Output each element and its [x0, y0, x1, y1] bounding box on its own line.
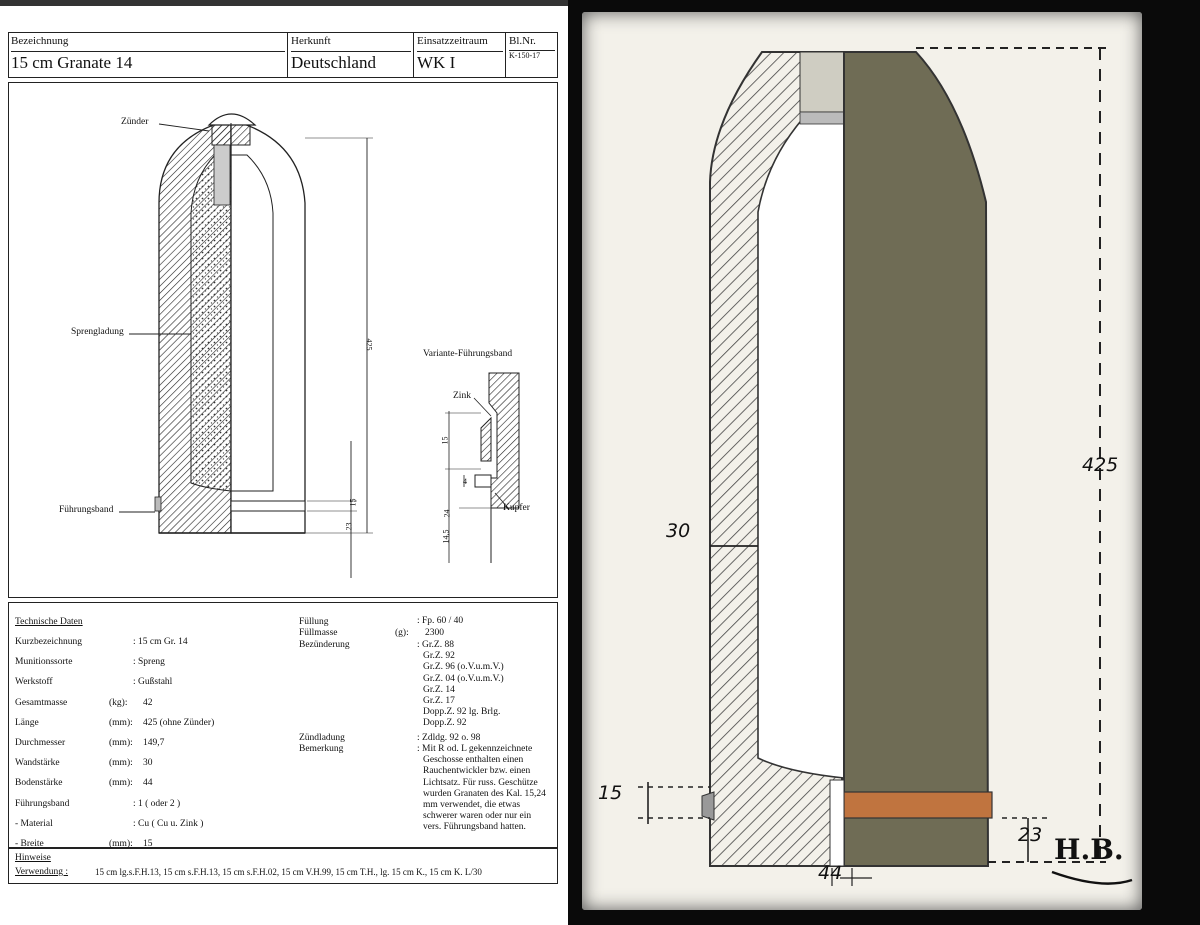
variant-kupfer: Kupfer [503, 503, 530, 513]
header-bezeichnung: Bezeichnung 15 cm Granate 14 [9, 33, 288, 77]
sketch-dim-15: 15 [598, 782, 623, 804]
header-table: Bezeichnung 15 cm Granate 14 Herkunft De… [8, 32, 558, 78]
data-row-value: 44 [143, 778, 153, 789]
sketch-dim-30: 30 [666, 520, 691, 542]
bezuenderung-item: Dopp.Z. 92 [423, 718, 467, 729]
bemerkung-line: vers. Führungsband hatten. [423, 822, 526, 833]
data-row-label: Gesamtmasse [15, 697, 68, 708]
bezeichnung-value: 15 cm Granate 14 [11, 51, 285, 73]
herkunft-value: Deutschland [291, 51, 411, 73]
bezuenderung-item: Dopp.Z. 92 lg. Brlg. [423, 707, 501, 718]
data-row-unit: (mm): [109, 758, 133, 769]
data-row-label: - Breite [15, 839, 44, 849]
variant-dim-15: 15 [440, 436, 450, 445]
variant-title: Variante-Führungsband [423, 349, 513, 359]
data-row-value: 425 (ohne Zünder) [143, 717, 215, 728]
data-row-label: - Material [15, 818, 53, 829]
data-row-value: 42 [143, 697, 153, 708]
variant-zink: Zink [453, 391, 471, 401]
zuendladung-label: Zündladung [299, 733, 345, 743]
data-row-label: Länge [15, 717, 39, 728]
data-row-unit: (mm): [109, 717, 133, 728]
bemerkung-line: schwerer waren oder nur ein [423, 811, 532, 822]
verwendung-label: Verwendung : [15, 867, 69, 877]
herkunft-label: Herkunft [291, 35, 331, 47]
fuellung-value: : Fp. 60 / 40 [417, 616, 464, 626]
data-row-unit: (mm): [109, 839, 133, 849]
zeitraum-value: WK I [417, 51, 503, 73]
bezuenderung-item: Gr.Z. 14 [423, 684, 455, 695]
shell-cross-section [119, 113, 520, 578]
dim-15: 15 [348, 498, 358, 507]
data-row-label: Werkstoff [15, 677, 53, 688]
data-row-label: Munitionssorte [15, 657, 73, 668]
dim-length: 425 [364, 338, 374, 351]
data-row-unit: (mm): [109, 778, 133, 789]
data-row-unit: (kg): [109, 697, 128, 708]
blatt-value: K-150-17 [509, 50, 555, 61]
data-row-label: Durchmesser [15, 738, 66, 748]
label-fuehrungsband: Führungsband [59, 505, 114, 515]
technical-data-box: Technische Daten Kurzbezeichnung : 15 cm … [8, 602, 558, 849]
blatt-label: Bl.Nr. [509, 35, 536, 47]
drawing-box: Zünder Sprengladung Führungsband 425 23 … [8, 82, 558, 598]
data-row-value: : 15 cm Gr. 14 [133, 637, 188, 647]
label-zuender: Zünder [121, 117, 149, 127]
variant-dim-4: 4 [463, 477, 467, 486]
data-sheet: Bezeichnung 15 cm Granate 14 Herkunft De… [0, 0, 568, 925]
fuellung-label: Füllung [299, 617, 329, 627]
bezuenderung-item: Gr.Z. 92 [423, 651, 455, 662]
dim-23: 23 [344, 522, 354, 531]
sketch-panel: 425 30 15 23 44 H.B. [568, 0, 1200, 925]
data-row-value: 149,7 [143, 738, 165, 748]
data-row-value: : 1 ( oder 2 ) [133, 798, 181, 809]
bezuenderung-item: : Gr.Z. 88 [417, 640, 454, 650]
bezeichnung-label: Bezeichnung [11, 35, 69, 47]
data-row-value: : Spreng [133, 657, 165, 668]
fuellmasse-value: 2300 [425, 628, 444, 638]
label-sprengladung: Sprengladung [71, 327, 124, 337]
bezuenderung-label: Bezünderung [299, 640, 350, 650]
signature: H.B. [1054, 833, 1124, 866]
shell-sketch [638, 47, 1133, 886]
sketch-dim-425: 425 [1082, 454, 1119, 476]
bemerkung-label: Bemerkung [299, 744, 344, 754]
hinweise-label: Hinweise [15, 853, 51, 863]
data-row-label: Bodenstärke [15, 778, 63, 789]
data-row-label: Kurzbezeichnung [15, 637, 82, 647]
fuellmasse-label: Füllmasse [299, 628, 338, 638]
bezuenderung-item: Gr.Z. 17 [423, 696, 455, 706]
technical-data-title: Technische Daten [15, 617, 83, 627]
header-blatt: Bl.Nr. K-150-17 [507, 33, 557, 77]
bemerkung-line: Rauchentwickler bzw. einen [423, 766, 531, 777]
bemerkung-line: mm verwendet, die etwas [423, 800, 521, 810]
zeitraum-label: Einsatzzeitraum [417, 35, 488, 47]
sketch-paper: 425 30 15 23 44 H.B. [582, 12, 1142, 910]
bezuenderung-item: Gr.Z. 04 (o.V.u.m.V.) [423, 673, 504, 684]
bezuenderung-item: Gr.Z. 96 (o.V.u.m.V.) [423, 662, 504, 673]
data-row-value: : Gußstahl [133, 677, 173, 688]
notes-box: Hinweise Verwendung : 15 cm lg.s.F.H.13,… [8, 848, 558, 884]
verwendung-value: 15 cm lg.s.F.H.13, 15 cm s.F.H.13, 15 cm… [95, 867, 482, 877]
bemerkung-line: : Mit R od. L gekennzeichnete [417, 744, 533, 754]
fuellmasse-unit: (g): [395, 628, 409, 638]
data-row-label: Führungsband [15, 798, 70, 809]
variant-dim-14-5: 14,5 [441, 529, 451, 544]
bemerkung-line: wurden Granaten des Kal. 15,24 [423, 788, 546, 799]
variant-dim-24: 24 [442, 509, 452, 518]
zuendladung-value: : Zdldg. 92 o. 98 [417, 733, 481, 743]
data-row-label: Wandstärke [15, 758, 60, 769]
data-row-value: 15 [143, 839, 153, 849]
sketch-dim-23: 23 [1018, 824, 1043, 846]
bemerkung-line: Lichtsatz. Für russ. Geschütze [423, 777, 538, 788]
sketch-dim-44: 44 [818, 862, 843, 884]
data-row-value: : Cu ( Cu u. Zink ) [133, 818, 204, 829]
top-rule [0, 0, 568, 6]
data-row-value: 30 [143, 758, 153, 769]
header-herkunft: Herkunft Deutschland [289, 33, 414, 77]
bemerkung-line: Geschosse enthalten einen [423, 755, 524, 766]
header-zeitraum: Einsatzzeitraum WK I [415, 33, 506, 77]
data-row-unit: (mm): [109, 738, 133, 748]
